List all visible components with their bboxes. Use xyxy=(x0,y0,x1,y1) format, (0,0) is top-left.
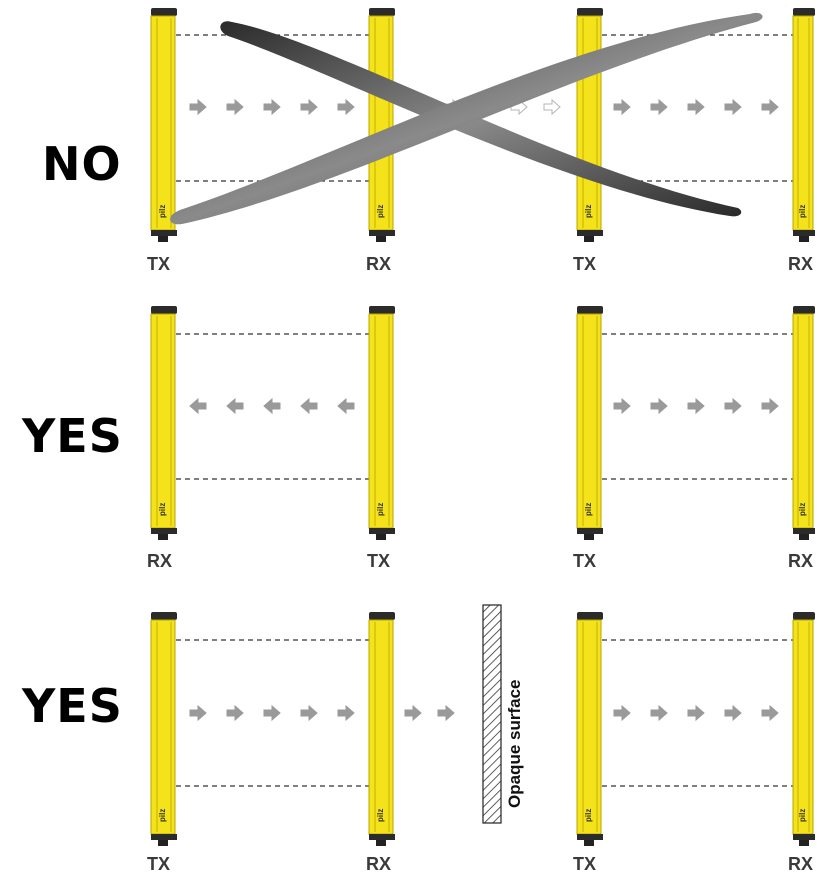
beam-arrow-right xyxy=(613,704,631,722)
curtain-pair-1-left xyxy=(176,34,370,182)
beam-arrow-right xyxy=(761,98,779,116)
curtain-column-rx: pilz xyxy=(792,8,815,242)
brand-mark: pilz xyxy=(158,503,167,516)
label-rx: RX xyxy=(366,254,391,274)
beam-arrow-right xyxy=(189,98,207,116)
brand-mark: pilz xyxy=(376,503,385,516)
label-tx: TX xyxy=(147,854,170,874)
beam-arrow-right xyxy=(226,704,244,722)
beam-arrow-left xyxy=(337,397,355,415)
beam-arrow-right xyxy=(337,98,355,116)
beam-arrows xyxy=(613,704,779,722)
beam-arrow-right xyxy=(437,704,455,722)
curtain-column-tx: pilz xyxy=(576,612,603,846)
row-2: pilz pilz pilz pilz xyxy=(147,306,815,571)
brand-mark: pilz xyxy=(158,205,167,218)
curtain-column-tx: pilz xyxy=(576,8,603,242)
label-rx: RX xyxy=(788,254,813,274)
beam-arrow-right xyxy=(687,98,705,116)
beam-arrows xyxy=(189,704,355,722)
verdict-yes-2: YES xyxy=(21,679,123,733)
cross-out-mark xyxy=(170,12,763,225)
beam-arrow-right xyxy=(613,397,631,415)
beam-arrows xyxy=(189,98,355,116)
curtain-column-tx: pilz xyxy=(150,612,177,846)
passthrough-beam-arrows xyxy=(404,704,455,722)
curtain-column-rx: pilz xyxy=(368,8,395,242)
label-rx: RX xyxy=(147,551,172,571)
verdict-yes-1: YES xyxy=(21,409,123,463)
beam-arrow-left xyxy=(263,397,281,415)
beam-arrow-right xyxy=(724,98,742,116)
brand-mark: pilz xyxy=(798,809,807,822)
curtain-column-rx: pilz xyxy=(368,612,395,846)
beam-arrow-right xyxy=(650,397,668,415)
beam-arrow-right xyxy=(650,704,668,722)
curtain-pair-1-right xyxy=(602,34,795,182)
label-tx: TX xyxy=(573,854,596,874)
brand-mark: pilz xyxy=(584,205,593,218)
beam-arrow-right xyxy=(724,397,742,415)
beam-arrow-left xyxy=(300,397,318,415)
label-tx: TX xyxy=(147,254,170,274)
beam-arrow-right xyxy=(189,704,207,722)
beam-arrow-right xyxy=(687,397,705,415)
curtain-column-tx: pilz xyxy=(150,8,177,242)
curtain-column-rx: pilz xyxy=(150,306,177,540)
beam-arrow-right xyxy=(337,704,355,722)
beam-arrow-right xyxy=(761,397,779,415)
beam-arrow-right xyxy=(613,98,631,116)
curtain-column-rx: pilz xyxy=(792,612,815,846)
label-rx: RX xyxy=(788,854,813,874)
brand-mark: pilz xyxy=(584,503,593,516)
beam-arrow-right xyxy=(263,704,281,722)
beam-arrow-right xyxy=(226,98,244,116)
beam-arrow-right xyxy=(687,704,705,722)
beam-arrow-right xyxy=(761,704,779,722)
brand-mark: pilz xyxy=(584,809,593,822)
verdict-no: NO xyxy=(42,137,122,191)
beam-arrow-right xyxy=(724,704,742,722)
label-tx: TX xyxy=(573,551,596,571)
brand-mark: pilz xyxy=(376,205,385,218)
beam-arrows xyxy=(613,98,779,116)
beam-arrow-right xyxy=(404,704,422,722)
brand-mark: pilz xyxy=(158,809,167,822)
beam-arrow-right xyxy=(300,98,318,116)
beam-arrow-left xyxy=(226,397,244,415)
label-tx: TX xyxy=(573,254,596,274)
opaque-surface: Opaque surface xyxy=(482,604,524,824)
beam-arrow-right xyxy=(300,704,318,722)
beam-arrow-right xyxy=(650,98,668,116)
brand-mark: pilz xyxy=(798,503,807,516)
curtain-column-rx: pilz xyxy=(792,306,815,540)
beam-arrows xyxy=(613,397,779,415)
brand-mark: pilz xyxy=(376,809,385,822)
beam-arrow-right xyxy=(543,98,561,116)
brand-mark: pilz xyxy=(798,205,807,218)
beam-arrow-right xyxy=(263,98,281,116)
curtain-column-tx: pilz xyxy=(368,306,395,540)
beam-arrows xyxy=(189,397,355,415)
label-rx: RX xyxy=(366,854,391,874)
row-3: Opaque surface pilz pilz xyxy=(147,604,815,874)
opaque-surface-label: Opaque surface xyxy=(505,680,524,809)
curtain-column-tx: pilz xyxy=(576,306,603,540)
label-tx: TX xyxy=(367,551,390,571)
beam-arrow-left xyxy=(189,397,207,415)
row-1: pilz pilz pilz pilz xyxy=(147,8,815,274)
label-rx: RX xyxy=(788,551,813,571)
